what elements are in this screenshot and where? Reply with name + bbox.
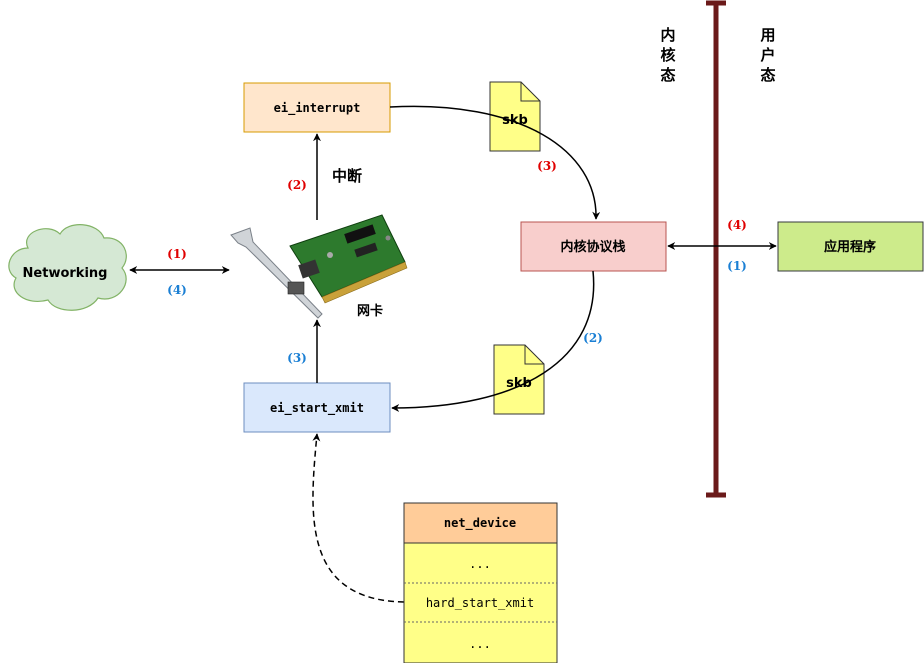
network-card-label: 网卡 xyxy=(357,303,383,319)
arrow-netdevice-to-xmit xyxy=(312,433,405,603)
interrupt-label: 中断 xyxy=(332,167,362,185)
arrow-stack-to-xmit xyxy=(391,270,595,412)
network-card-image[interactable] xyxy=(230,214,408,319)
svg-text:态: 态 xyxy=(760,66,775,84)
user-mode-label: 用 户 态 xyxy=(760,26,775,84)
step-net-blue: (4) xyxy=(167,283,187,297)
application-label: 应用程序 xyxy=(824,239,876,255)
networking-cloud[interactable]: Networking xyxy=(8,224,127,311)
step-skb-red: (3) xyxy=(537,159,557,173)
arrow-interrupt-to-stack xyxy=(389,105,601,220)
svg-text:户: 户 xyxy=(760,46,775,64)
svg-text:内: 内 xyxy=(660,26,675,44)
kernel-mode-label: 内 核 态 xyxy=(660,26,675,84)
networking-label: Networking xyxy=(23,266,108,281)
skb-note-bottom[interactable]: skb xyxy=(493,344,545,415)
svg-text:态: 态 xyxy=(660,66,675,84)
application-box[interactable]: 应用程序 xyxy=(777,221,924,272)
step-xmit-blue: (3) xyxy=(287,351,307,365)
skb-note-top[interactable]: skb xyxy=(489,81,541,152)
net-device-row-hard-start-xmit[interactable]: hard_start_xmit xyxy=(426,596,534,610)
kernel-protocol-stack-label: 内核协议栈 xyxy=(560,239,625,255)
skb-bottom-label: skb xyxy=(506,376,532,391)
svg-text:用: 用 xyxy=(760,26,775,44)
step-app-red: (4) xyxy=(727,218,747,232)
kernel-user-divider xyxy=(706,0,726,498)
net-device-row: ... xyxy=(469,557,491,571)
step-skb-blue: (2) xyxy=(583,331,603,345)
step-app-blue: (1) xyxy=(727,259,747,273)
ei-start-xmit-box[interactable]: ei_start_xmit xyxy=(243,382,391,433)
net-device-header xyxy=(403,502,558,544)
net-device-table[interactable]: net_device ... hard_start_xmit ... xyxy=(403,502,558,663)
step-interrupt-red: (2) xyxy=(287,178,307,192)
step-net-red: (1) xyxy=(167,247,187,261)
net-device-title: net_device xyxy=(444,516,516,531)
kernel-protocol-stack-box[interactable]: 内核协议栈 xyxy=(520,221,667,272)
ei-interrupt-box[interactable]: ei_interrupt xyxy=(243,82,391,133)
net-device-row: ... xyxy=(469,637,491,651)
svg-text:核: 核 xyxy=(660,46,675,64)
ei-interrupt-label: ei_interrupt xyxy=(274,101,361,116)
ei-start-xmit-label: ei_start_xmit xyxy=(270,401,364,416)
